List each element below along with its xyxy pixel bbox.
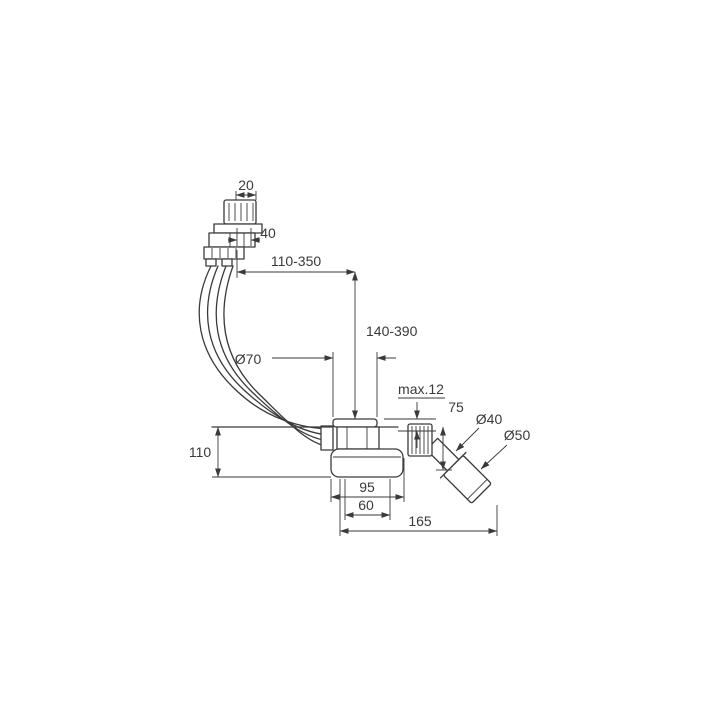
- flexible-hoses: [198, 265, 334, 448]
- hose-line: [223, 265, 334, 448]
- dim-label-60: 60: [358, 497, 374, 513]
- overflow-housing: [203, 246, 245, 260]
- dim-label-75: 75: [448, 399, 464, 415]
- overflow-filler-unit: [203, 199, 263, 267]
- hose-line: [198, 265, 334, 430]
- label-max-12: max.12: [398, 381, 444, 397]
- hose-line: [215, 265, 334, 442]
- dim-label-20: 20: [238, 177, 254, 193]
- leader-dia50: [480, 444, 508, 470]
- dim-label-140-390: 140-390: [366, 323, 418, 339]
- waste-valve-body: [336, 426, 380, 450]
- hose-line: [206, 265, 334, 436]
- hose-connector: [205, 258, 217, 267]
- nut-knurling: [411, 426, 429, 454]
- trap-body: [330, 448, 404, 478]
- housing-knurling: [211, 248, 237, 258]
- valve-body-detail: [346, 427, 368, 449]
- waste-flange: [332, 418, 378, 428]
- dim-label-110: 110: [189, 444, 212, 460]
- dim-label-165: 165: [408, 513, 432, 529]
- dim-label-40: 40: [260, 225, 276, 241]
- overflow-elbow: [320, 425, 334, 451]
- leader-dia40: [455, 427, 480, 452]
- waste-trap-assembly: [211, 418, 433, 478]
- escutcheon-plate: [213, 223, 263, 234]
- outlet-socket: [443, 455, 492, 504]
- knob-knurling: [228, 203, 254, 221]
- dia-label-40: Ø40: [476, 411, 503, 427]
- dim-label-110-350: 110-350: [271, 253, 322, 269]
- dia-label-70: Ø70: [235, 351, 262, 367]
- extension-lines-dia70: [332, 352, 378, 417]
- dim-label-95: 95: [359, 479, 375, 495]
- hose-connector: [221, 258, 233, 267]
- dia-label-50: Ø50: [504, 427, 531, 443]
- socket-end-detail: [467, 479, 488, 500]
- dimension-annotations: 20 40 110-350 140-390 Ø70 max.12: [189, 177, 531, 536]
